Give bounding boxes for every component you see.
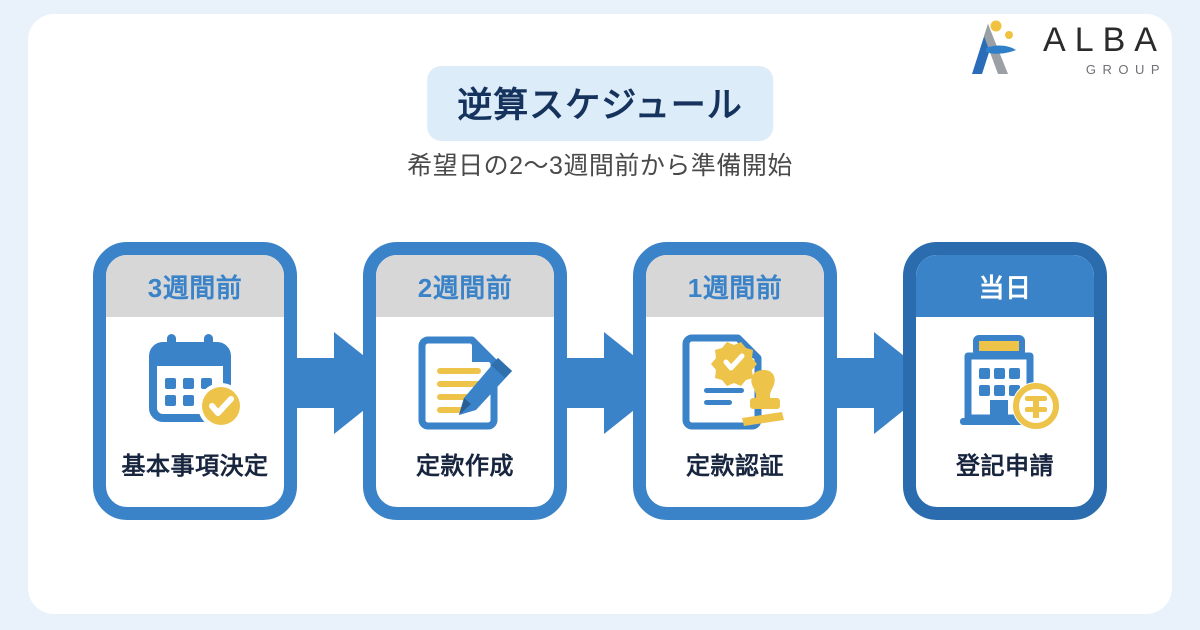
step-icon-area <box>646 317 824 446</box>
title-badge: 逆算スケジュール <box>427 66 773 141</box>
arrow-right-icon <box>826 332 938 434</box>
step-icon-area <box>376 317 554 446</box>
arrow-right-icon <box>556 332 668 434</box>
document-seal-stamp-icon <box>682 334 784 429</box>
step-label: 定款作成 <box>416 453 514 480</box>
schedule-flow: 3週間前 基本事項決定 <box>0 242 1200 524</box>
logo-name: ALBA <box>1043 20 1166 59</box>
step-icon-area <box>106 317 284 446</box>
step-card-4[interactable]: 当日 <box>903 242 1107 520</box>
step-period-band: 3週間前 <box>106 255 284 317</box>
step-card-1[interactable]: 3週間前 基本事項決定 <box>93 242 297 520</box>
step-card-3[interactable]: 1週間前 定款認証 <box>633 242 837 520</box>
step-period-label: 当日 <box>978 272 1032 303</box>
page-title: 逆算スケジュール <box>457 86 743 125</box>
step-period-label: 2週間前 <box>417 272 513 303</box>
step-period-band: 当日 <box>916 255 1094 317</box>
step-period-band: 2週間前 <box>376 255 554 317</box>
step-period-label: 1週間前 <box>687 272 783 303</box>
government-building-postmark-icon <box>960 334 1060 430</box>
alba-a-mark-icon <box>972 20 1017 74</box>
calendar-check-icon <box>149 333 244 429</box>
step-icon-area <box>916 317 1094 446</box>
step-period-label: 3週間前 <box>147 272 243 303</box>
logo-suffix: GROUP <box>1085 61 1166 77</box>
arrow-right-icon <box>286 332 398 434</box>
step-label: 基本事項決定 <box>121 453 269 480</box>
step-label: 登記申請 <box>956 453 1054 480</box>
document-pencil-icon <box>418 336 512 429</box>
page-subtitle: 希望日の2〜3週間前から準備開始 <box>407 152 793 180</box>
alba-group-logo: ALBA GROUP <box>966 18 1166 80</box>
step-label: 定款認証 <box>686 453 784 480</box>
step-period-band: 1週間前 <box>646 255 824 317</box>
step-card-2[interactable]: 2週間前 定款作成 <box>363 242 567 520</box>
